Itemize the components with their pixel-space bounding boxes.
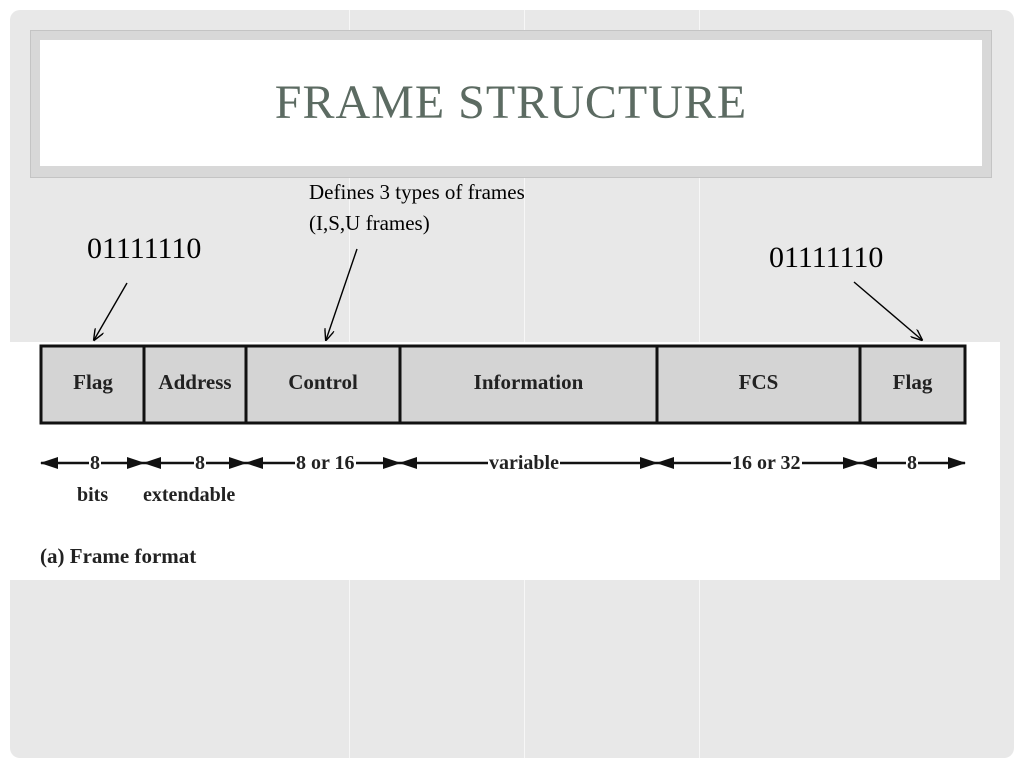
- control-note-line-2: (I,S,U frames): [309, 211, 430, 235]
- field-control: Control: [288, 370, 358, 394]
- frame-format-drawing: [39, 344, 967, 469]
- size-flag-end: 8: [906, 452, 918, 474]
- slide-title: FRAME STRUCTURE: [274, 76, 748, 129]
- field-fcs: FCS: [738, 370, 779, 394]
- control-pointer-arrow: [326, 248, 358, 340]
- left-flag-bit-pattern: 01111110: [87, 232, 202, 265]
- figure-caption: (a) Frame format: [40, 544, 197, 568]
- unit-extendable: extendable: [142, 484, 237, 506]
- field-flag-end: Flag: [892, 370, 933, 394]
- size-control: 8 or 16: [295, 452, 356, 474]
- field-flag-start: Flag: [73, 370, 113, 394]
- frame-outline: [39, 344, 967, 425]
- size-address: 8: [194, 452, 206, 474]
- control-note: Defines 3 types of frames (I,S,U frames): [309, 177, 525, 239]
- unit-bits: bits: [76, 484, 110, 506]
- size-information: variable: [488, 452, 560, 474]
- size-fcs: 16 or 32: [731, 452, 802, 474]
- size-flag-start: 8: [89, 452, 101, 474]
- right-flag-pointer-arrow: [853, 281, 922, 340]
- field-address: Address: [158, 370, 232, 394]
- title-panel: FRAME STRUCTURE: [40, 40, 982, 166]
- control-note-line-1: Defines 3 types of frames: [309, 180, 525, 204]
- frame-format-figure: Flag Address Control Information FCS Fla…: [10, 342, 1000, 580]
- field-information: Information: [473, 370, 584, 394]
- left-flag-pointer-arrow: [94, 282, 128, 340]
- title-frame: FRAME STRUCTURE: [30, 30, 992, 178]
- right-flag-bit-pattern: 01111110: [769, 241, 884, 274]
